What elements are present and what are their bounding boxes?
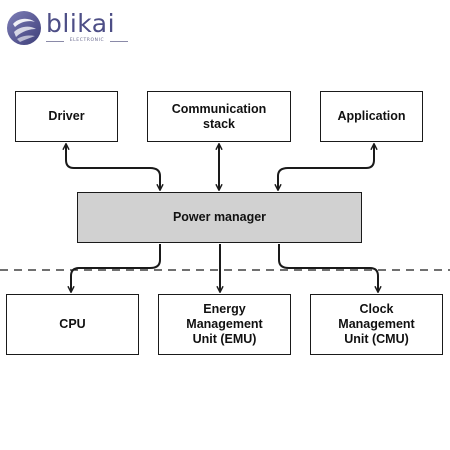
cpu-box: CPU [6, 294, 139, 355]
blikai-logo-mark-icon [7, 11, 41, 45]
power-manager-box: Power manager [77, 192, 362, 243]
emu-box: Energy Management Unit (EMU) [158, 294, 291, 355]
logo-tagline: ELECTRONIC [46, 38, 128, 44]
power-cpu-connector [67, 244, 161, 294]
driver-power-connector [62, 142, 164, 192]
application-power-connector [274, 142, 378, 192]
power-cmu-connector [278, 244, 382, 294]
cmu-box: Clock Management Unit (CMU) [310, 294, 443, 355]
logo-wordmark: blikai [46, 9, 116, 38]
blikai-logo: blikai ELECTRONIC [4, 8, 134, 48]
driver-box: Driver [15, 91, 118, 142]
communication-stack-box: Communication stack [147, 91, 291, 142]
application-box: Application [320, 91, 423, 142]
